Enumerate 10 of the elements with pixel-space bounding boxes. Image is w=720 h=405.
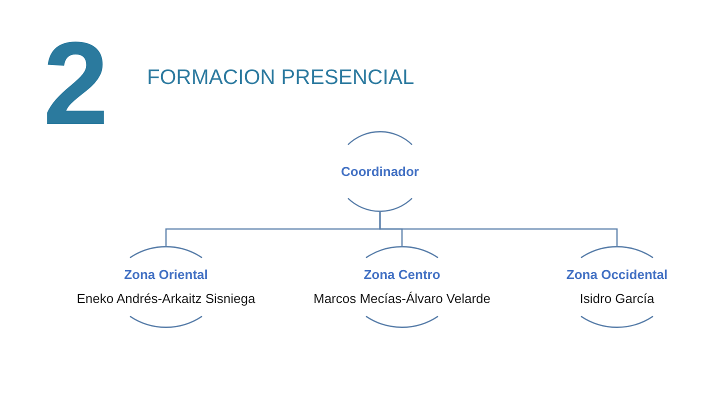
node-heading: Zona Centro [364, 266, 440, 284]
person-name: Marcos Mecías-Álvaro Velarde [313, 290, 490, 308]
person-name: Eneko Andrés-Arkaitz Sisniega [76, 290, 256, 308]
slide-title: FORMACION PRESENCIAL [147, 65, 414, 91]
node-heading: Zona Oriental [124, 266, 208, 284]
section-number: 2 [43, 39, 109, 129]
node-heading: Coordinador [341, 162, 419, 180]
person-name: Isidro García [580, 290, 654, 308]
connector-line [379, 212, 618, 246]
node-heading: Zona Occidental [566, 266, 668, 284]
